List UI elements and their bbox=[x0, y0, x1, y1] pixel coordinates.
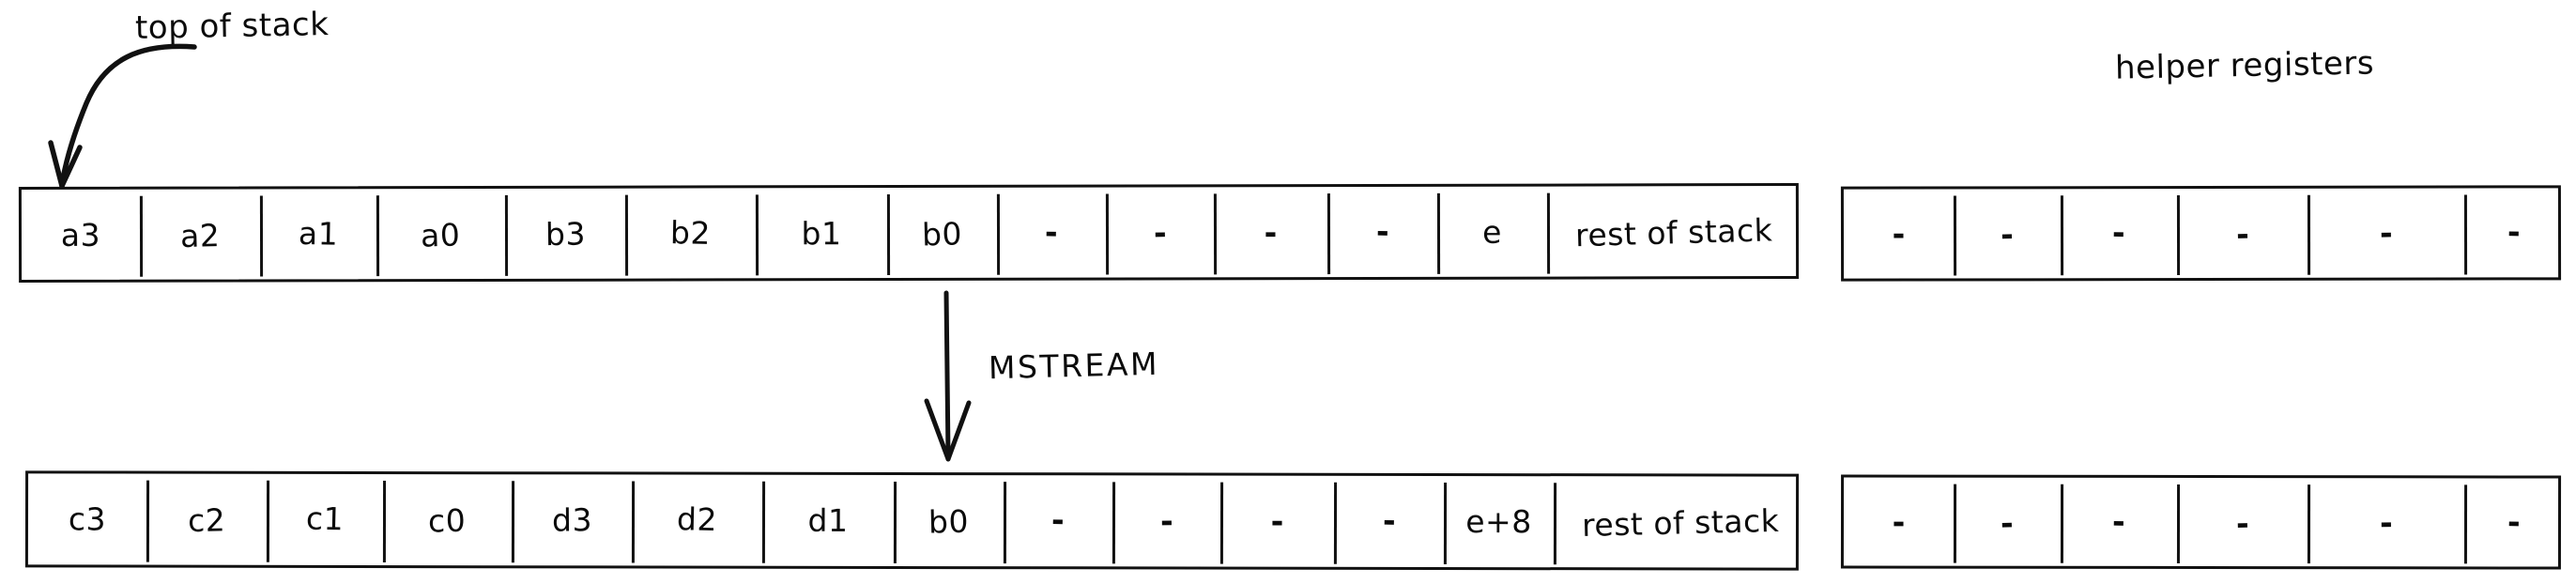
stack-before-cell-value: a2 bbox=[179, 216, 221, 254]
stack-after-cell-value: - bbox=[1159, 502, 1173, 540]
stack-before-cell-value: b0 bbox=[921, 214, 963, 254]
helper-after-cell: - bbox=[2308, 478, 2464, 566]
stack-before-cell-value: b1 bbox=[801, 214, 842, 252]
top-of-stack-arrow bbox=[48, 43, 197, 189]
helper-before-cell: - bbox=[1954, 189, 2061, 278]
stack-before-cell-value: - bbox=[1375, 212, 1389, 250]
stack-before-cell: b2 bbox=[625, 188, 756, 278]
mstream-operation-label: MSTREAM bbox=[988, 345, 1160, 387]
stack-after-cell-value: c3 bbox=[68, 500, 107, 538]
stack-after-row: c3 c2 c1 c0 d3 d2 d1 b0 - - - - e+8 rest of stack bbox=[24, 470, 1800, 571]
stack-before-cell-value: - bbox=[1264, 213, 1278, 251]
stack-before-cell: b3 bbox=[505, 189, 625, 279]
stack-after-cell: c1 bbox=[267, 474, 383, 565]
mstream-arrow bbox=[924, 290, 972, 462]
stack-after-cell: - bbox=[1004, 475, 1112, 566]
helper-before-cell: - bbox=[2464, 188, 2564, 277]
stack-after-cell-value: e+8 bbox=[1465, 503, 1532, 541]
helper-after-cell: - bbox=[2464, 478, 2564, 566]
stack-after-cell-value: c0 bbox=[427, 501, 468, 540]
stack-after-cell: c0 bbox=[383, 474, 512, 565]
helper-after-cell-value: - bbox=[2379, 503, 2393, 541]
helper-before-cell-value: - bbox=[2111, 214, 2126, 252]
helper-after-cell-value: - bbox=[2507, 502, 2522, 541]
helper-after-cell-value: - bbox=[2000, 504, 2015, 542]
helper-registers-before-row: ------ bbox=[1840, 185, 2564, 282]
stack-after-cell: rest of stack bbox=[1554, 476, 1808, 567]
stack-before-cell: b0 bbox=[887, 188, 997, 278]
stack-before-cell-value: a3 bbox=[60, 216, 101, 254]
helper-before-cell-value: - bbox=[2379, 214, 2393, 252]
stack-before-cell: - bbox=[1214, 187, 1327, 277]
stack-before-cell-value: a0 bbox=[420, 215, 462, 254]
helper-before-cell-value: - bbox=[2000, 216, 2015, 254]
top-of-stack-label: top of stack bbox=[134, 6, 330, 47]
stack-before-cell: a0 bbox=[376, 189, 505, 279]
stack-before-cell: b1 bbox=[756, 188, 887, 278]
stack-before-cell: e bbox=[1437, 187, 1547, 277]
stack-after-cell: - bbox=[1112, 475, 1220, 566]
stack-before-cell-value: - bbox=[1153, 213, 1167, 252]
helper-after-cell: - bbox=[2177, 478, 2308, 566]
stack-before-cell: - bbox=[1327, 187, 1437, 277]
stack-before-row: a3 a2 a1 a0 b3 b2 b1 b0 - - - - e rest of stack bbox=[18, 183, 1802, 283]
stack-after-cell-value: rest of stack bbox=[1581, 501, 1781, 544]
helper-registers-label: helper registers bbox=[2114, 44, 2375, 87]
helper-registers-after-row: ------ bbox=[1840, 474, 2564, 570]
stack-after-cell-value: b0 bbox=[928, 502, 970, 541]
stack-after-cell: c3 bbox=[28, 473, 146, 564]
stack-before-cell-value: - bbox=[1044, 213, 1059, 251]
stack-after-cell: c2 bbox=[146, 474, 267, 565]
stack-before-cell-value: rest of stack bbox=[1574, 210, 1774, 254]
stack-after-cell-value: d1 bbox=[807, 501, 849, 539]
stack-after-cell: d2 bbox=[632, 474, 762, 565]
stack-before-cell: a1 bbox=[260, 189, 376, 279]
helper-after-cell: - bbox=[2061, 478, 2177, 566]
helper-before-cell-value: - bbox=[1892, 215, 1906, 253]
helper-after-cell: - bbox=[1844, 477, 1954, 565]
helper-after-cell-value: - bbox=[2235, 504, 2249, 542]
stack-after-cell: - bbox=[1334, 476, 1444, 567]
stack-before-cell-value: a1 bbox=[298, 214, 339, 253]
stack-after-cell-value: - bbox=[1270, 502, 1284, 540]
helper-before-cell-value: - bbox=[2507, 213, 2522, 251]
stack-before-cell: rest of stack bbox=[1547, 186, 1802, 277]
stack-before-cell-value: b3 bbox=[544, 214, 586, 253]
stack-after-cell: e+8 bbox=[1444, 476, 1554, 567]
helper-before-cell-value: - bbox=[2235, 215, 2249, 254]
stack-before-cell: - bbox=[1106, 187, 1214, 277]
stack-before-cell: - bbox=[997, 188, 1106, 278]
helper-before-cell: - bbox=[2061, 189, 2177, 278]
stack-after-cell: d1 bbox=[762, 475, 894, 566]
helper-after-cell-value: - bbox=[2111, 502, 2126, 540]
helper-before-cell: - bbox=[2308, 189, 2464, 278]
stack-after-cell-value: - bbox=[1050, 501, 1066, 539]
stack-after-cell: d3 bbox=[512, 474, 632, 565]
stack-after-cell: b0 bbox=[894, 475, 1004, 566]
stack-after-cell-value: c1 bbox=[305, 499, 345, 538]
stack-after-cell-value: d2 bbox=[676, 500, 718, 539]
stack-after-cell-value: c2 bbox=[187, 501, 226, 540]
stack-before-cell: a2 bbox=[140, 189, 260, 279]
helper-after-cell: - bbox=[1954, 478, 2061, 566]
stack-before-cell: a3 bbox=[22, 190, 140, 280]
stack-before-cell-value: b2 bbox=[669, 213, 712, 252]
helper-before-cell: - bbox=[2177, 189, 2308, 278]
stack-after-cell-value: d3 bbox=[551, 501, 592, 539]
helper-after-cell-value: - bbox=[1892, 503, 1906, 541]
helper-before-cell: - bbox=[1844, 189, 1954, 278]
stack-before-cell-value: e bbox=[1482, 213, 1502, 251]
stack-after-cell-value: - bbox=[1382, 501, 1396, 540]
stack-after-cell: - bbox=[1220, 476, 1334, 567]
